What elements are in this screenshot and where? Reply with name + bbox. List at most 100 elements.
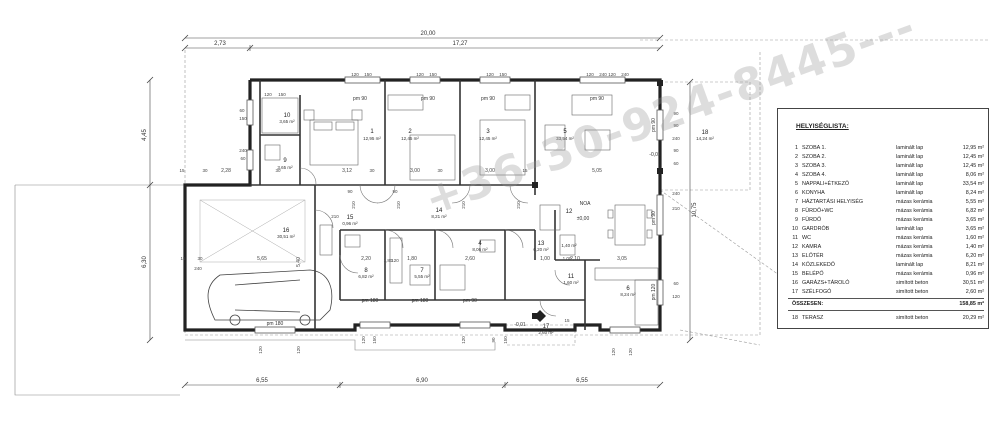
dining-table	[614, 204, 646, 246]
svg-text:15: 15	[180, 256, 186, 261]
room-area-7: 5,55 m²	[414, 274, 430, 279]
pm-label: pm 180	[362, 298, 379, 304]
svg-text:3,00: 3,00	[410, 168, 420, 174]
bed-room-3	[479, 119, 526, 176]
svg-text:240: 240	[621, 72, 629, 77]
room-area-8: 6,82 m²	[358, 274, 374, 279]
svg-text:120: 120	[416, 72, 424, 77]
room-area-15: 0,96 m²	[342, 221, 358, 226]
terrace-outline	[660, 81, 751, 191]
dim-left-lower: 6,30	[142, 256, 148, 268]
sofa	[571, 94, 613, 116]
svg-text:210: 210	[351, 201, 356, 209]
svg-text:5,65: 5,65	[257, 256, 267, 262]
svg-text:120: 120	[672, 294, 680, 299]
level-mark: -0,01	[514, 322, 526, 328]
svg-text:210: 210	[672, 206, 680, 211]
svg-text:120: 120	[586, 72, 594, 77]
room-area-11: 1,60 m²	[563, 280, 579, 285]
bed-room-1	[309, 119, 359, 166]
room-area-1: 12,95 m²	[363, 136, 381, 141]
dim-top-left: 2,73	[214, 41, 226, 47]
svg-text:120: 120	[461, 336, 466, 344]
svg-text:150: 150	[364, 72, 372, 77]
pm-label: pm 180	[412, 298, 429, 304]
bed-room-2	[409, 134, 456, 181]
room-number-16: 16	[283, 228, 290, 234]
schedule-total: ÖSSZESEN:158,85 m²	[792, 301, 984, 307]
svg-text:30: 30	[369, 168, 375, 173]
room-area-10: 3,65 m²	[279, 119, 295, 124]
entrance-marker	[534, 310, 546, 322]
north-label: NOA	[580, 201, 592, 207]
svg-text:2,28: 2,28	[221, 168, 231, 174]
svg-text:120: 120	[608, 72, 616, 77]
pm-label: pm 90	[481, 96, 495, 102]
svg-text:3,00: 3,00	[485, 168, 495, 174]
dim-bottom-3: 6,55	[576, 378, 588, 384]
pm-label: pm 90	[353, 96, 367, 102]
svg-text:2,10: 2,10	[570, 256, 580, 262]
dim-bottom-1: 6,55	[256, 378, 268, 384]
svg-text:240: 240	[239, 148, 247, 153]
svg-text:90: 90	[673, 148, 679, 153]
svg-text:90: 90	[491, 337, 496, 343]
room-number-6: 6	[626, 286, 630, 292]
svg-text:120: 120	[628, 348, 633, 356]
svg-text:240: 240	[599, 72, 607, 77]
svg-text:210: 210	[516, 201, 521, 209]
svg-text:90: 90	[673, 111, 679, 116]
room-number-8: 8	[364, 268, 368, 274]
svg-text:5,40: 5,40	[296, 257, 302, 267]
room-number-3: 3	[486, 129, 490, 135]
svg-text:240: 240	[194, 266, 202, 271]
svg-text:120: 120	[296, 346, 301, 354]
pm-label: pm 180	[267, 321, 284, 327]
svg-text:30: 30	[197, 256, 203, 261]
room-area-17: 2,60 m²	[538, 330, 554, 335]
svg-text:120: 120	[391, 258, 399, 263]
room-number-10: 10	[284, 113, 291, 119]
dim-top-right: 17,27	[452, 41, 468, 47]
room-area-14: 8,21 m²	[431, 214, 447, 219]
svg-text:1,00: 1,00	[563, 256, 572, 261]
svg-text:15: 15	[564, 318, 570, 323]
svg-text:90: 90	[347, 189, 353, 194]
room-area-9: 3,65 m²	[277, 165, 293, 170]
room-number-12: 12	[566, 209, 573, 215]
svg-text:1,80: 1,80	[384, 258, 393, 263]
pm-label: pm 90	[590, 96, 604, 102]
svg-text:15: 15	[522, 168, 528, 173]
room-area-3: 12,45 m²	[479, 136, 497, 141]
dim-left-upper: 4,45	[142, 129, 148, 141]
svg-text:3,12: 3,12	[342, 168, 352, 174]
dim-right: 10,75	[692, 202, 698, 218]
room-area-13: 6,20 m²	[533, 247, 549, 252]
svg-text:150: 150	[429, 72, 437, 77]
svg-text:1,00: 1,00	[540, 256, 550, 262]
svg-text:120: 120	[258, 346, 263, 354]
svg-text:150: 150	[278, 92, 286, 97]
svg-text:150: 150	[372, 336, 377, 344]
schedule-divider	[788, 310, 984, 311]
dim-top-total: 20,00	[420, 31, 436, 37]
dim-bottom-2: 6,90	[416, 378, 428, 384]
svg-text:210: 210	[331, 214, 339, 219]
room-area-12: 1,40 m²	[561, 243, 577, 248]
svg-text:120: 120	[361, 336, 366, 344]
room-area-16: 30,51 m²	[277, 234, 295, 239]
svg-text:120: 120	[486, 72, 494, 77]
